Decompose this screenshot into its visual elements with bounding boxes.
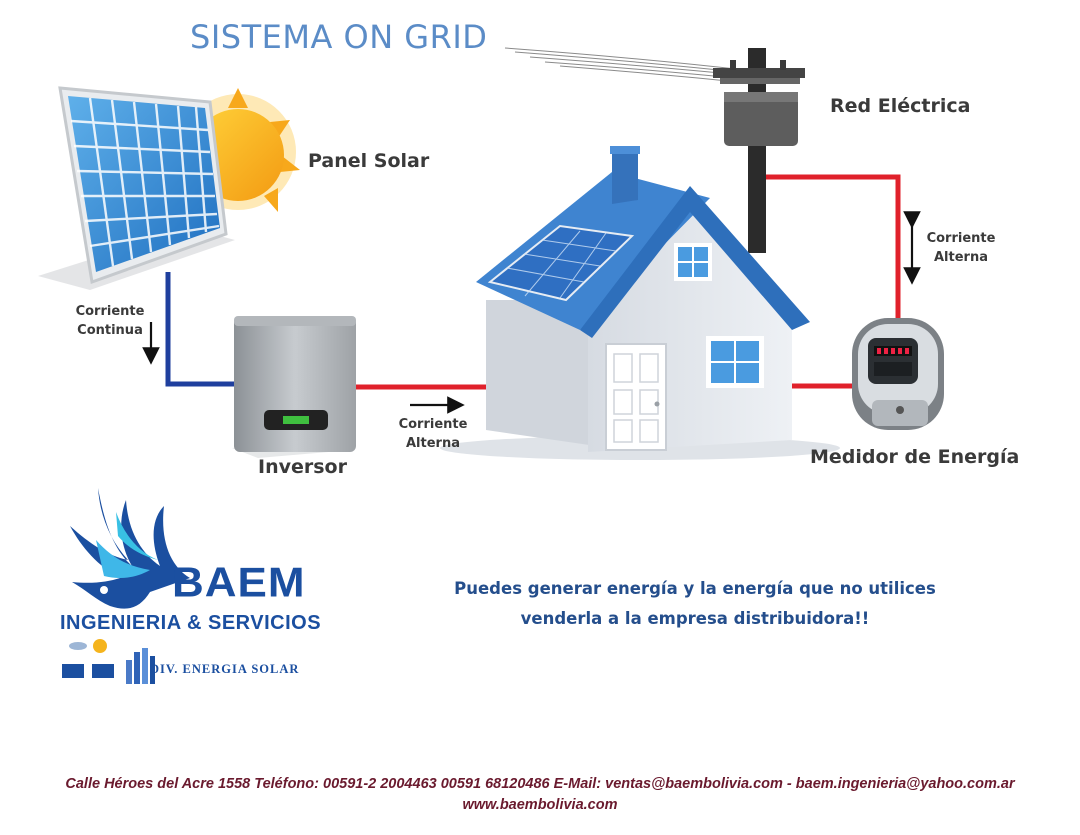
ac-cable-meter-pole <box>757 174 901 318</box>
utility-pole-icon <box>713 48 805 253</box>
label-corriente-continua: Corriente Continua <box>64 302 156 340</box>
diagram-title: SISTEMA ON GRID <box>190 18 488 56</box>
label-corriente-alterna-inverter: Corriente Alterna <box>388 415 478 453</box>
label-corriente-continua-line2: Continua <box>77 323 143 338</box>
logo-strip-icon <box>62 639 155 684</box>
promo-message-line2: venderla a la empresa distribuidora!! <box>520 609 870 628</box>
label-panel-solar: Panel Solar <box>308 150 430 172</box>
logo-name: BAEM <box>172 559 306 606</box>
energy-meter-icon <box>852 318 944 430</box>
label-medidor: Medidor de Energía <box>810 446 1020 468</box>
label-ca-red-line1: Corriente <box>926 231 996 246</box>
house-icon <box>440 146 840 460</box>
logo-subtitle: INGENIERIA & SERVICIOS <box>60 612 322 634</box>
label-corriente-alterna-grid: Corriente Alterna <box>918 229 1004 267</box>
solar-panel-icon <box>38 86 235 290</box>
inverter-icon <box>232 316 356 458</box>
label-ca-inv-line1: Corriente <box>398 417 468 432</box>
label-corriente-continua-line1: Corriente <box>75 304 145 319</box>
label-red-electrica: Red Eléctrica <box>830 95 971 117</box>
label-ca-inv-line2: Alterna <box>406 436 460 451</box>
footer-website: www.baembolivia.com <box>462 797 618 813</box>
dc-cable <box>165 272 238 387</box>
bird-logo-icon <box>70 488 190 609</box>
logo-division: DIV. ENERGIA SOLAR <box>150 662 300 676</box>
promo-message-line1: Puedes generar energía y la energía que … <box>454 579 936 598</box>
footer-contact: Calle Héroes del Acre 1558 Teléfono: 005… <box>65 776 1015 792</box>
label-ca-red-line2: Alterna <box>934 250 988 265</box>
label-inversor: Inversor <box>258 456 347 478</box>
promo-message: Puedes generar energía y la energía que … <box>440 574 950 634</box>
